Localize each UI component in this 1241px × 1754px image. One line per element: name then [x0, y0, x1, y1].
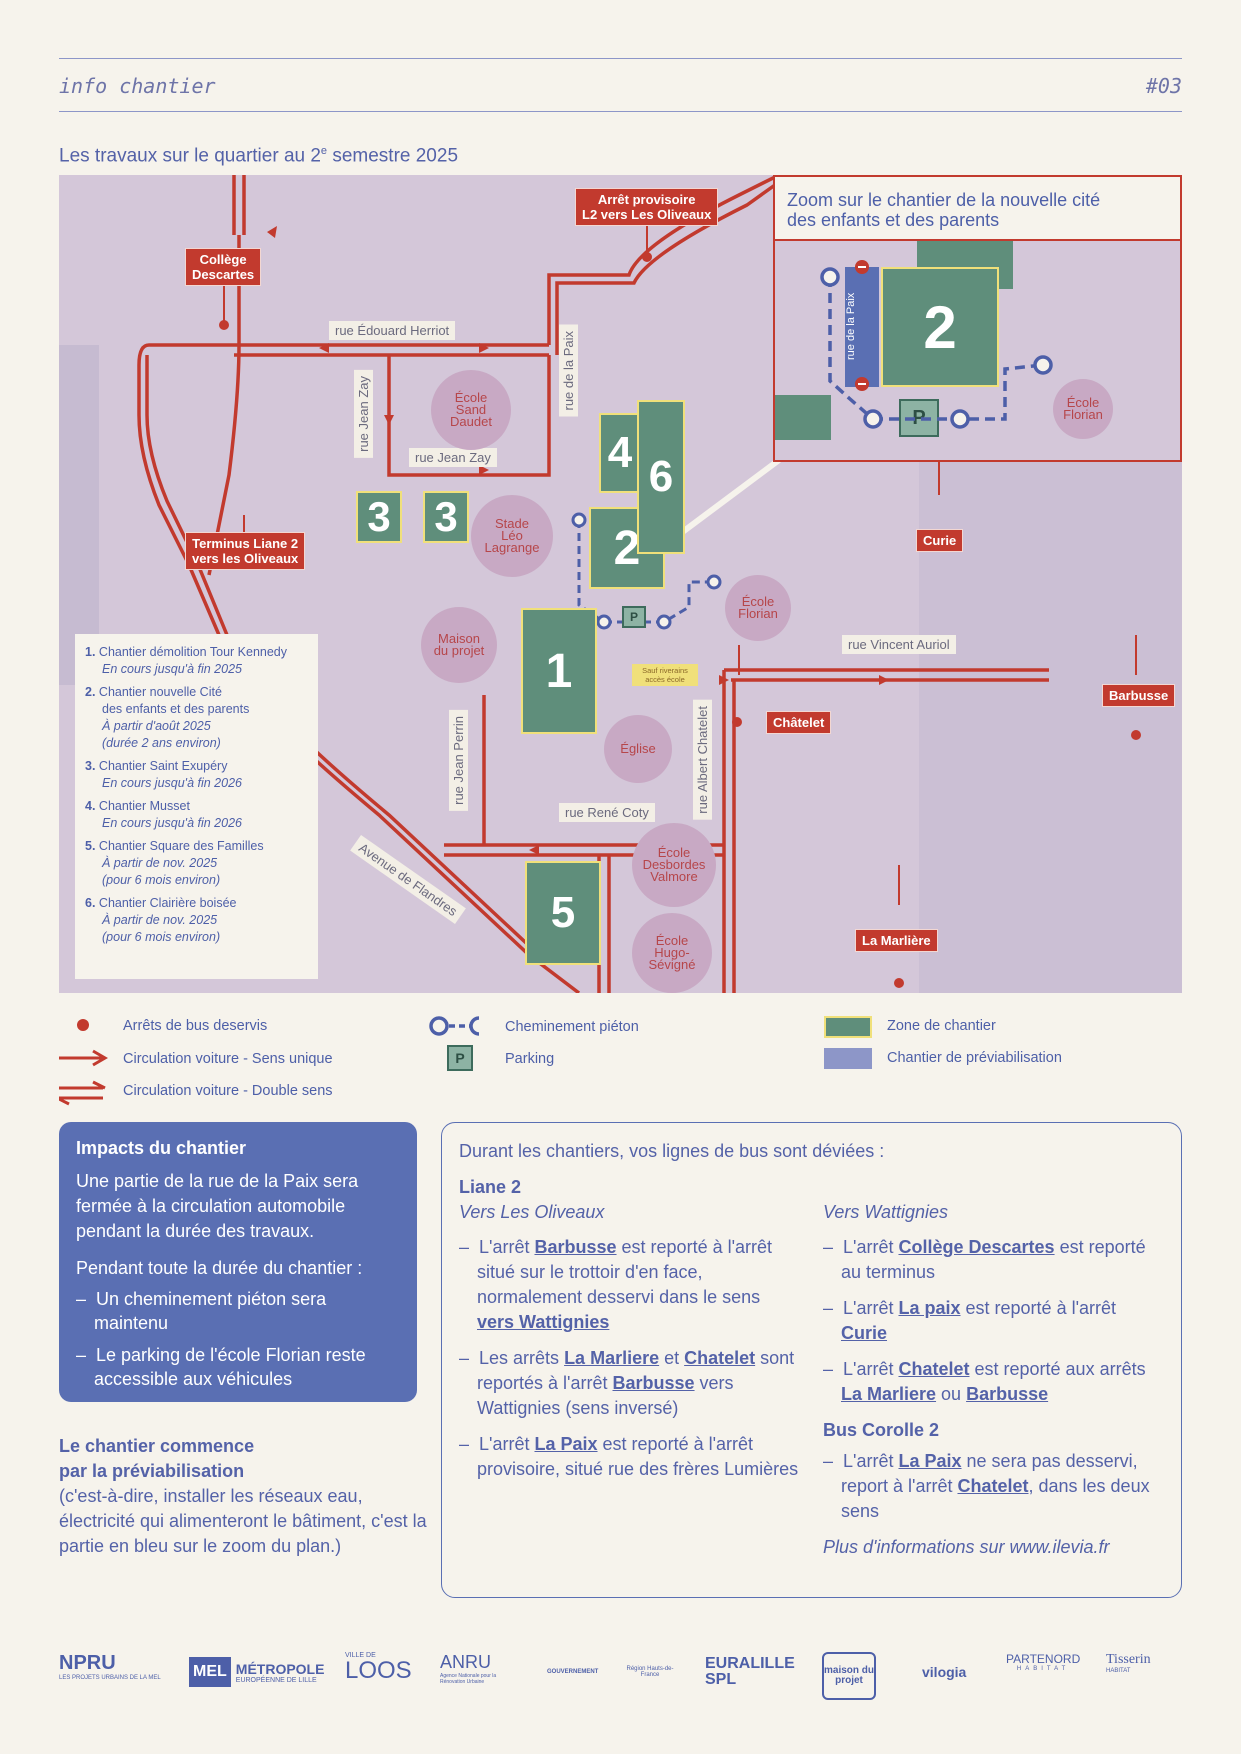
col-wattignies: Vers Wattignies – L'arrêt Collège Descar… — [823, 1175, 1163, 1560]
list-item: – Le parking de l'école Florian reste ac… — [76, 1345, 366, 1389]
legend-zone: Zone de chantier — [887, 1018, 996, 1034]
list-item: – L'arrêt La Paix ne sera pas desservi, … — [823, 1451, 1150, 1521]
street-jean-perrin: rue Jean Perrin — [449, 710, 468, 811]
zone-4: 4 — [599, 413, 641, 493]
issue-number: #03 — [1145, 74, 1182, 98]
legend-pedestrian: Cheminement piéton — [505, 1019, 639, 1035]
impacts-box: Impacts du chantier Une partie de la rue… — [59, 1122, 417, 1402]
bus-stop-barbusse: Barbusse — [1102, 684, 1176, 707]
list-item: – L'arrêt La paix est reporté à l'arrêt … — [823, 1298, 1117, 1343]
legend-one-way: Circulation voiture - Sens unique — [123, 1051, 333, 1067]
legend-parking-icon: P — [447, 1045, 473, 1071]
street-vincent-auriol: rue Vincent Auriol — [842, 635, 956, 654]
more-info: Plus d'informations sur www.ilevia.fr — [823, 1537, 1110, 1557]
zoom-previab-strip — [845, 267, 879, 387]
street-jean-zay-v: rue Jean Zay — [354, 370, 373, 458]
zone-6: 6 — [637, 400, 685, 554]
zone-3a: 3 — [356, 491, 402, 543]
legend-previab: Chantier de préviabilisation — [887, 1050, 1062, 1066]
street-albert-chatelet: rue Albert Chatelet — [693, 700, 712, 820]
list-item: – L'arrêt Collège Descartes est reporté … — [823, 1237, 1146, 1282]
list-item: – Un cheminement piéton sera maintenu — [76, 1289, 327, 1333]
street-edouard-herriot: rue Édouard Herriot — [329, 321, 456, 340]
legend-bus-stops: Arrêts de bus deservis — [123, 1018, 268, 1034]
bus-stop-la-marliere: La Marlière — [855, 929, 938, 952]
zoom-title: Zoom sur le chantier de la nouvelle cité… — [775, 177, 1180, 241]
col-oliveaux: Liane 2 Vers Les Oliveaux – L'arrêt Barb… — [459, 1175, 799, 1493]
street-de-la-paix: rue de la Paix — [559, 325, 578, 417]
zoom-pedestrian-path — [820, 260, 1053, 429]
top-rule — [59, 58, 1182, 59]
impacts-list: – Un cheminement piéton sera maintenu – … — [76, 1287, 400, 1391]
zone-5: 5 — [525, 861, 601, 965]
legend-icons — [59, 1016, 479, 1106]
parking-icon: P — [622, 606, 646, 628]
zone-3b: 3 — [423, 491, 469, 543]
poi-eglise: Église — [604, 715, 672, 783]
impacts-p1: Une partie de la rue de la Paix sera fer… — [76, 1171, 359, 1241]
street-rene-coty: rue René Coty — [559, 803, 655, 822]
logo-maison-du-projet: maison du projet — [822, 1652, 876, 1700]
bus-deviations-box: Durant les chantiers, vos lignes de bus … — [441, 1122, 1182, 1598]
section-title: Les travaux sur le quartier au 2e semest… — [59, 145, 459, 167]
line-corolle2: Bus Corolle 2 — [823, 1420, 940, 1440]
logo-gouvernement: GOUVERNEMENT — [547, 1669, 599, 1675]
buses-intro: Durant les chantiers, vos lignes de bus … — [459, 1141, 885, 1161]
logo-vilogia: vilogia — [922, 1664, 967, 1680]
legend-parking: Parking — [505, 1051, 555, 1067]
impacts-p2: Pendant toute la durée du chantier : — [76, 1258, 363, 1278]
direction-wattignies: Vers Wattignies — [823, 1202, 949, 1222]
direction-oliveaux: Vers Les Oliveaux — [459, 1202, 605, 1222]
zoom-zone-left — [775, 395, 831, 440]
line-liane2: Liane 2 — [459, 1177, 522, 1197]
list-item: – L'arrêt Chatelet est reporté aux arrêt… — [823, 1359, 1146, 1404]
header-rule — [59, 111, 1182, 112]
zoom-inset: Zoom sur le chantier de la nouvelle cité… — [773, 175, 1182, 462]
list-item: – Les arrêts La Marliere et Chatelet son… — [459, 1348, 795, 1418]
bus-stop-curie: Curie — [916, 529, 964, 552]
list-item: – L'arrêt Barbusse est reporté à l'arrêt… — [459, 1237, 773, 1332]
zoom-zone-2: 2 — [881, 267, 999, 387]
legend-zone-swatch — [824, 1016, 872, 1038]
bus-stop-chatelet: Châtelet — [766, 711, 832, 734]
impacts-title: Impacts du chantier — [76, 1138, 247, 1158]
zone-1: 1 — [521, 608, 597, 734]
legend-two-way: Circulation voiture - Double sens — [123, 1083, 333, 1099]
legend-previab-swatch — [824, 1048, 872, 1069]
logo-euralille: EURALILLE SPL — [705, 1655, 795, 1688]
header-title: info chantier — [59, 74, 216, 98]
street-jean-zay-h: rue Jean Zay — [409, 448, 497, 467]
logo-region: Région Hauts-de-France — [626, 1666, 674, 1678]
list-item: – L'arrêt La Paix est reporté à l'arrêt … — [459, 1434, 799, 1479]
